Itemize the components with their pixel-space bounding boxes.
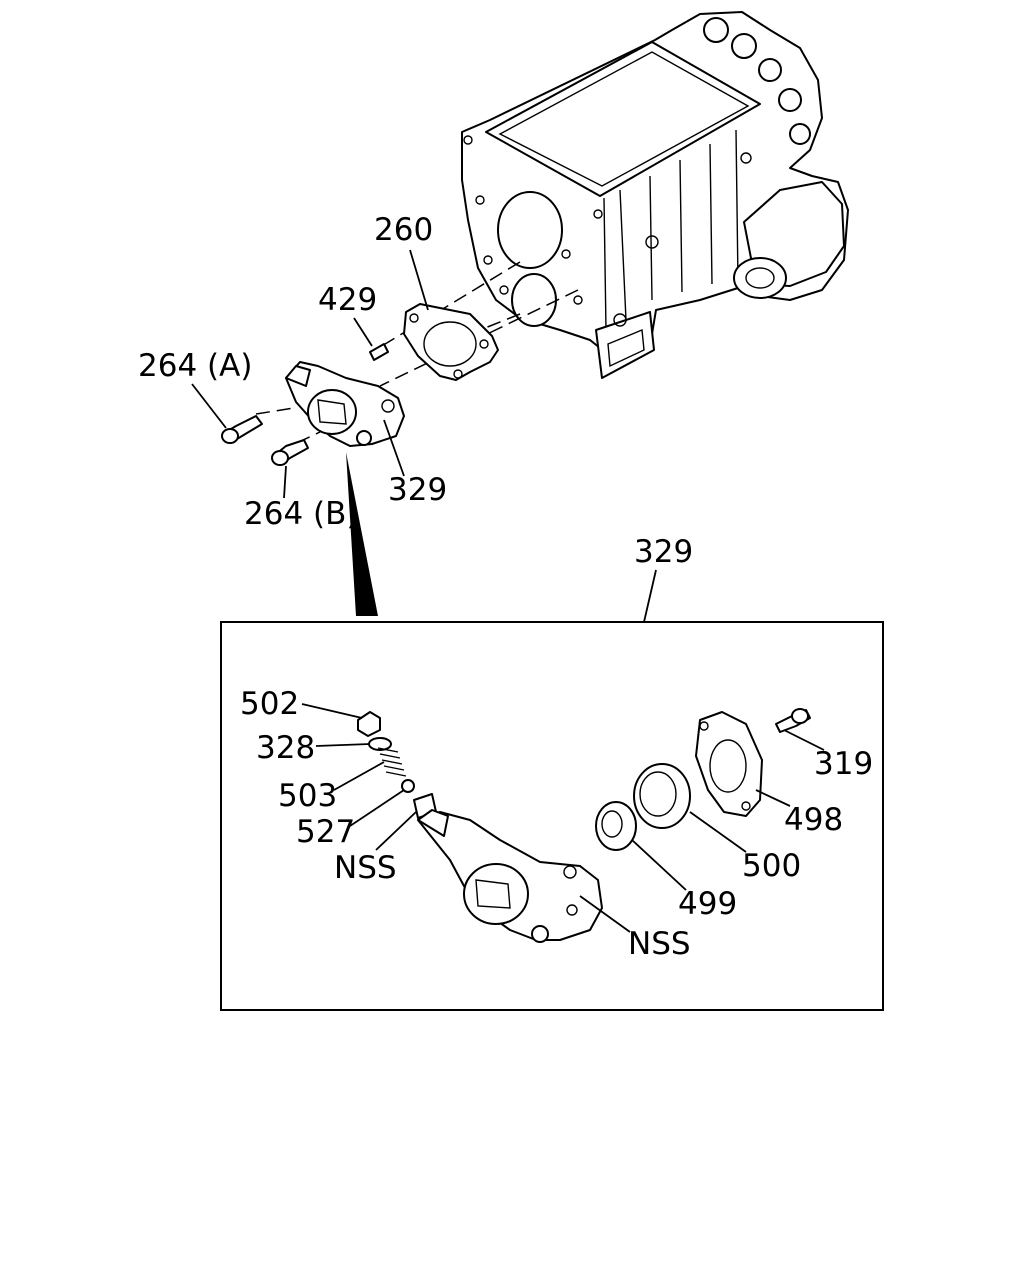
dowel-pin-429 [369,343,389,361]
callout-429: 429 [318,282,377,318]
bolt-319 [775,708,811,733]
callout-329-detail: 329 [634,534,693,570]
callout-319: 319 [814,746,873,782]
callout-502: 502 [240,686,299,722]
bolt-264b [271,439,309,466]
callout-260: 260 [374,212,433,248]
ball-527 [401,779,415,793]
callout-500: 500 [742,848,801,884]
engine-housing [461,11,849,379]
detail-box [220,621,884,1011]
callout-nss-left: NSS [334,850,397,886]
spring-503 [377,747,407,777]
oil-seal-499 [595,801,637,851]
pump-329-assembly [285,361,405,447]
callout-499: 499 [678,886,737,922]
callout-503: 503 [278,778,337,814]
callout-264b: 264 (B) [244,496,358,532]
callout-498: 498 [784,802,843,838]
plug-502 [357,711,381,737]
cover-plate-498 [695,711,763,817]
gasket-260 [403,303,499,381]
bolt-264a [221,415,263,444]
detail-pointer [346,452,378,616]
seal-ring-500 [633,763,691,829]
callout-nss-right: NSS [628,926,691,962]
pump-housing-detail [417,809,603,943]
callout-329-top: 329 [388,472,447,508]
callout-527: 527 [296,814,355,850]
callout-328: 328 [256,730,315,766]
callout-264a: 264 (A) [138,348,252,384]
